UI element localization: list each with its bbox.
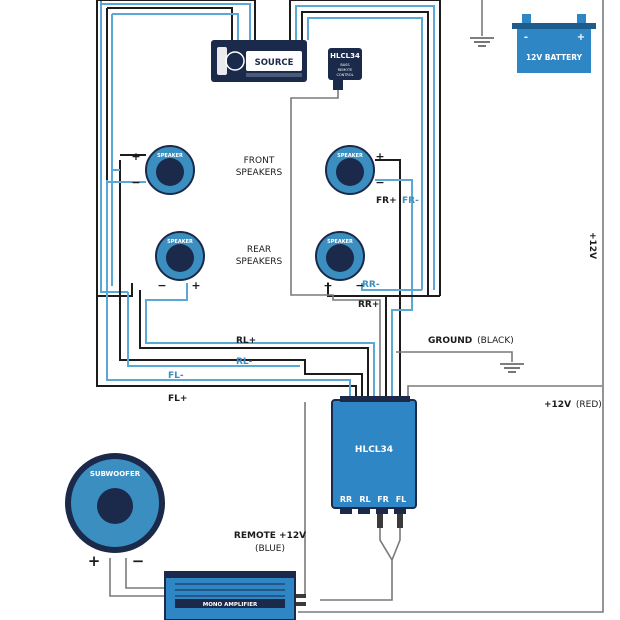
label-fr-plus: FR+ — [376, 196, 397, 206]
label-remote-blue: (BLUE) — [255, 544, 285, 554]
speaker-front-right-label: SPEAKER — [337, 153, 363, 159]
label-ground-paren: (BLACK) — [477, 336, 514, 346]
label-plus12v-red-bold: +12V — [544, 400, 571, 410]
right-side-wires — [290, 78, 440, 400]
label-rr-minus: RR- — [362, 280, 380, 290]
subwoofer-minus: − — [132, 552, 145, 570]
amplifier-label: MONO AMPLIFIER — [203, 602, 258, 608]
front-right-harness — [289, 0, 441, 296]
rca-plugs — [377, 514, 403, 528]
label-plus12v-red-paren: (RED) — [576, 400, 602, 410]
label-remote-12v: REMOTE +12V — [234, 531, 306, 541]
label-ground-bold: GROUND — [428, 336, 472, 346]
speaker-front-left-label: SPEAKER — [157, 153, 183, 159]
battery-plus-sign: + — [577, 32, 585, 43]
remote-title: HLCL34 — [330, 52, 360, 60]
subwoofer-plus: + — [88, 552, 101, 570]
speaker-rear-left: SPEAKER − + — [155, 231, 205, 292]
battery-12v: - + 12V BATTERY — [512, 14, 596, 73]
speaker-front-right-plus: + — [375, 150, 384, 163]
remote-subtitle-2: REMOTE — [338, 68, 353, 72]
remote-subtitle-3: CONTROL — [336, 73, 353, 77]
speaker-front-left: SPEAKER + − — [131, 145, 195, 195]
left-side-wires — [96, 154, 375, 400]
speaker-front-right: SPEAKER + − — [325, 145, 385, 195]
ground-symbol-middle — [500, 363, 524, 373]
speaker-front-left-minus: − — [131, 176, 140, 189]
battery-minus-sign: - — [524, 32, 528, 43]
speaker-rear-left-plus: + — [191, 279, 200, 292]
label-fl-plus: FL+ — [168, 394, 187, 404]
converter-input-rr: RR — [340, 495, 352, 504]
rear-speakers-label-2: SPEAKERS — [236, 257, 283, 267]
label-rl-minus: RL- — [236, 357, 253, 367]
rear-speakers-label-1: REAR — [247, 245, 271, 255]
speaker-rear-right-minus: − — [355, 279, 364, 292]
source-head-unit: SOURCE — [211, 40, 307, 82]
subwoofer: SUBWOOFER + − — [65, 453, 165, 570]
battery-label: 12V BATTERY — [526, 53, 583, 62]
subwoofer-label: SUBWOOFER — [90, 470, 141, 478]
label-rl-plus: RL+ — [236, 336, 256, 346]
label-plus12v-red: +12V (RED) — [544, 400, 602, 410]
label-plus12v-vertical: +12V — [587, 232, 597, 259]
converter-input-rl: RL — [359, 495, 370, 504]
power-wires — [298, 0, 604, 613]
remote-subtitle-1: BASS — [340, 63, 350, 67]
converter-title: HLCL34 — [355, 445, 393, 455]
bass-remote-control: HLCL34 BASS REMOTE CONTROL — [328, 48, 362, 90]
speaker-rear-right-label: SPEAKER — [327, 239, 353, 245]
front-speakers-label-1: FRONT — [244, 156, 275, 166]
label-fl-minus: FL- — [168, 371, 184, 381]
label-fr-minus: FR- — [402, 196, 419, 206]
mono-amplifier: MONO AMPLIFIER — [164, 571, 306, 620]
speaker-rear-right-plus: + — [323, 279, 332, 292]
speaker-front-left-plus: + — [131, 150, 140, 163]
hlcl34-converter: HLCL34 RR RL FR FL — [331, 396, 417, 514]
front-speakers-label-2: SPEAKERS — [236, 168, 283, 178]
speaker-rear-left-label: SPEAKER — [167, 239, 193, 245]
speaker-rear-right: SPEAKER + − — [315, 231, 365, 292]
label-rr-plus: RR+ — [358, 300, 379, 310]
label-ground: GROUND (BLACK) — [428, 336, 514, 346]
source-label: SOURCE — [255, 58, 294, 68]
ground-symbol-top — [470, 37, 494, 47]
speaker-front-right-minus: − — [375, 176, 384, 189]
converter-input-fr: FR — [377, 495, 389, 504]
converter-input-fl: FL — [396, 495, 407, 504]
speaker-rear-left-minus: − — [157, 279, 166, 292]
front-left-harness — [96, 0, 256, 297]
